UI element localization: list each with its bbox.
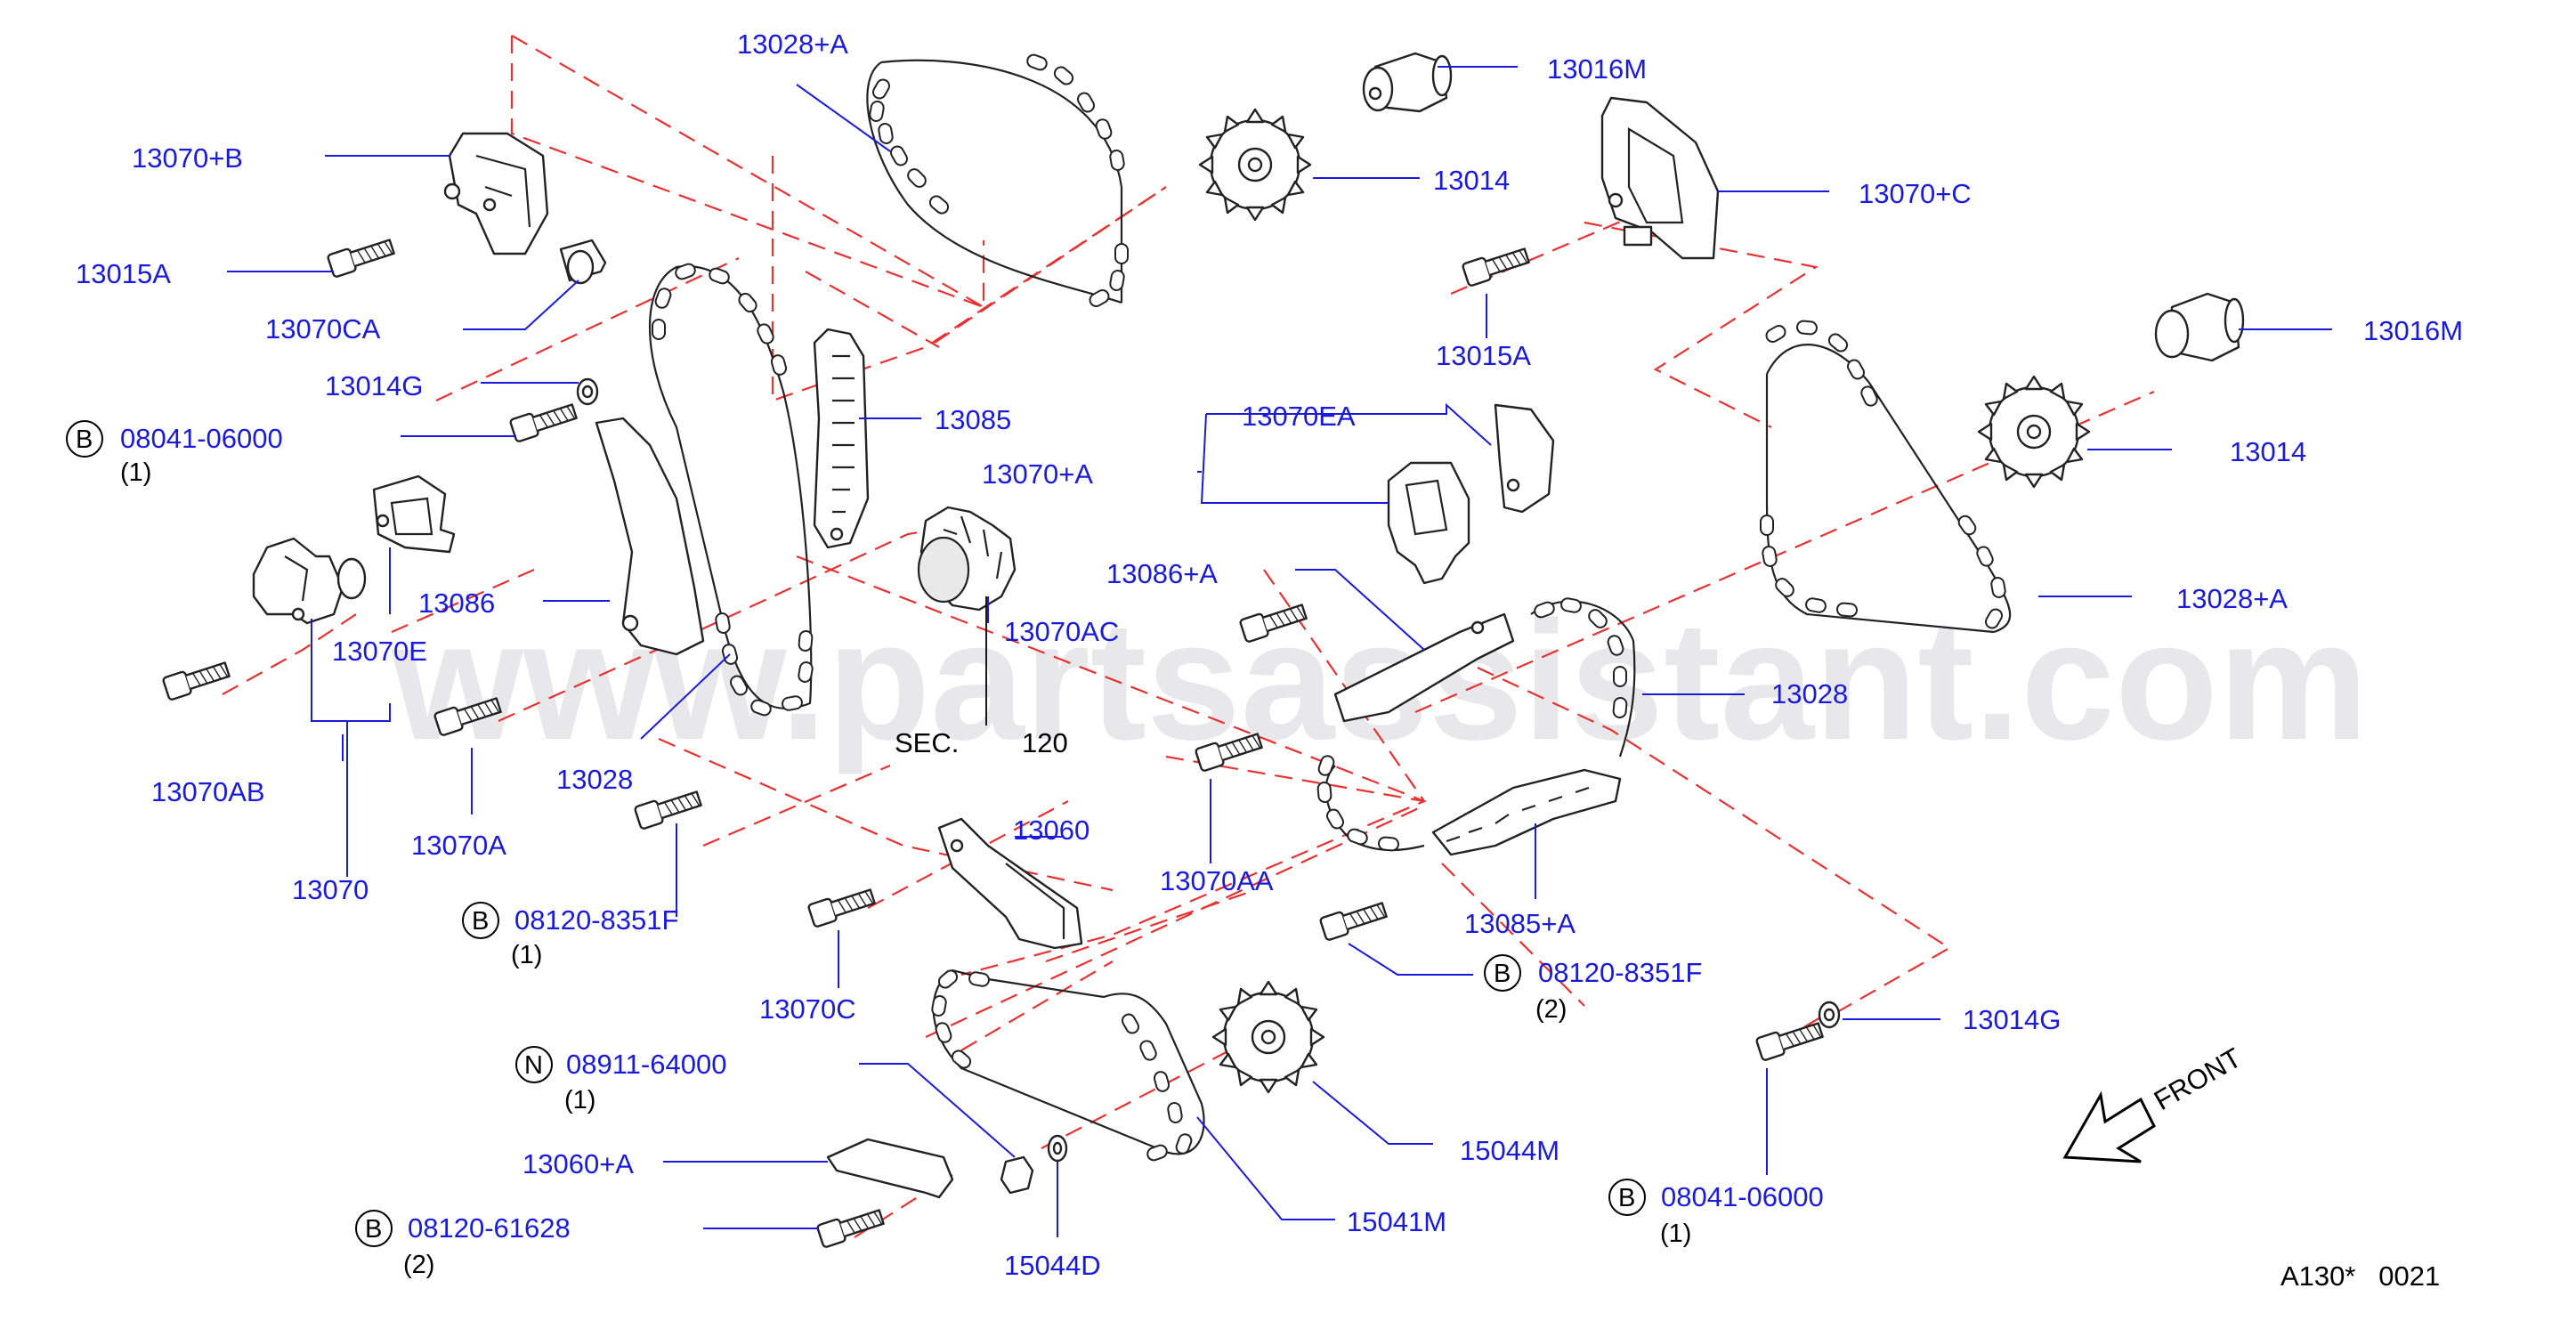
label-13070a: 13070A (411, 830, 506, 861)
label-13070c: 13070C (759, 993, 856, 1025)
front-label: FRONT (2149, 1041, 2247, 1116)
label-15044m: 15044M (1460, 1135, 1559, 1166)
label-13016m-top: 13016M (1547, 53, 1647, 85)
timing-chain-upper-left (866, 52, 1129, 310)
label-13070-b: 13070+B (132, 142, 243, 174)
bolt-ref-b1: B 08041-06000 (1) (66, 420, 283, 487)
bolt-ref-b3: B 08120-8351F (2) (1484, 954, 1702, 1024)
chain-guide-13085 (813, 328, 870, 549)
label-13060-a: 13060+A (522, 1148, 634, 1179)
bolt-part-number: 08041-06000 (1661, 1181, 1824, 1212)
front-arrow-icon (2062, 1090, 2156, 1163)
bolt-13016m-top (1362, 52, 1453, 113)
bolt-part-number: 08120-8351F (514, 904, 678, 936)
label-13070aa: 13070AA (1160, 865, 1274, 896)
label-13070-a: 13070+A (982, 458, 1093, 490)
nut-08911 (1000, 1155, 1034, 1195)
label-13086: 13086 (418, 588, 495, 619)
chain-guide-13085-a (1431, 768, 1622, 856)
timing-chain-middle (649, 261, 814, 718)
bolt-quantity: (2) (1535, 995, 1567, 1024)
bolts (161, 234, 1841, 1249)
label-13014g-left: 13014G (325, 370, 423, 401)
label-15041m: 15041M (1347, 1206, 1446, 1237)
badge-letter: B (1494, 960, 1511, 988)
bolt-quantity: (1) (1660, 1220, 1691, 1248)
label-13070e: 13070E (332, 636, 427, 667)
tensioner-13070-e (372, 474, 456, 554)
section-number: 120 (1022, 727, 1068, 758)
bolt-ref-b2: B 08120-8351F (1) (462, 902, 678, 969)
front-indicator: FRONT (2062, 1041, 2247, 1163)
tensioner-13070-b (443, 132, 549, 255)
badge-letter: B (76, 425, 93, 454)
label-13015a-right: 13015A (1436, 340, 1531, 371)
washer-15044d (1047, 1134, 1068, 1163)
label-13014-top: 13014 (1433, 165, 1510, 196)
badge-letter: B (1618, 1184, 1635, 1212)
bracket-13060 (937, 817, 1083, 950)
label-13070ca: 13070CA (265, 313, 381, 344)
guide-13060-a (826, 1138, 954, 1199)
label-13070ab: 13070AB (151, 776, 265, 807)
label-13028-a-right: 13028+A (2176, 583, 2288, 614)
label-13070-c: 13070+C (1859, 178, 1972, 209)
tensioner-13070-c (1600, 96, 1720, 260)
label-13014-right: 13014 (2230, 436, 2306, 467)
section-text: SEC. (895, 727, 959, 758)
label-13028-mid: 13028 (556, 764, 633, 795)
label-13070: 13070 (292, 874, 369, 905)
leader-lines (227, 66, 2332, 1237)
label-13086-a: 13086+A (1106, 558, 1218, 589)
bolt-ref-b5: B 08041-06000 (1) (1608, 1179, 1824, 1248)
bolt-part-number: 08120-8351F (1538, 957, 1702, 988)
bolt-quantity: (1) (564, 1086, 595, 1114)
chain-guide-13086 (595, 417, 705, 656)
timing-chain-13028-right (1316, 596, 1636, 852)
sprocket-15044m (1211, 980, 1325, 1094)
badge-letter: N (524, 1051, 543, 1080)
badge-letter: B (472, 907, 489, 936)
label-13085-a: 13085+A (1464, 908, 1576, 939)
label-13070ac: 13070AC (1004, 616, 1119, 647)
section-reference: SEC. 120 (895, 727, 1068, 758)
bolt-quantity: (1) (511, 941, 542, 969)
bolt-ref-b4: B 08120-61628 (2) (355, 1210, 571, 1279)
tensioner-body-13070 (252, 537, 367, 625)
label-13014g-right: 13014G (1963, 1004, 2061, 1035)
bolt-part-number: 08911-64000 (566, 1049, 726, 1080)
sprocket-13014-right (1977, 375, 2091, 489)
bolt-part-number: 08120-61628 (408, 1212, 571, 1244)
chain-guide-13086-a (1333, 612, 1515, 723)
badge-letter: B (365, 1215, 382, 1244)
timing-chain-13028-a-right (1760, 320, 2012, 634)
label-15044d: 15044D (1004, 1250, 1101, 1281)
label-13085: 13085 (935, 404, 1011, 435)
bolt-part-number: 08041-06000 (120, 423, 283, 454)
label-13016m-right: 13016M (2363, 315, 2463, 346)
bolt-ref-n1: N 08911-64000 (1) (515, 1046, 726, 1114)
bolt-13016m-right (2154, 292, 2245, 362)
label-13060: 13060 (1013, 814, 1090, 846)
label-13015a-left: 13015A (76, 258, 171, 289)
sprocket-13070ac (917, 506, 1017, 612)
label-13028-right: 13028 (1771, 678, 1848, 709)
label-13028-a-top: 13028+A (737, 28, 848, 60)
bolt-quantity: (2) (403, 1251, 434, 1279)
label-13070ea: 13070EA (1242, 401, 1356, 432)
bolt-quantity: (1) (120, 458, 151, 487)
part-labels: 13028+A 13016M 13070+B 13014 13070+C 130… (76, 28, 2463, 1281)
figure-code: A130* 0021 (2280, 1260, 2440, 1292)
sprocket-13014-top (1198, 108, 1312, 222)
lower-timing-chain (930, 967, 1205, 1163)
bracket-13070ea (1387, 403, 1555, 585)
